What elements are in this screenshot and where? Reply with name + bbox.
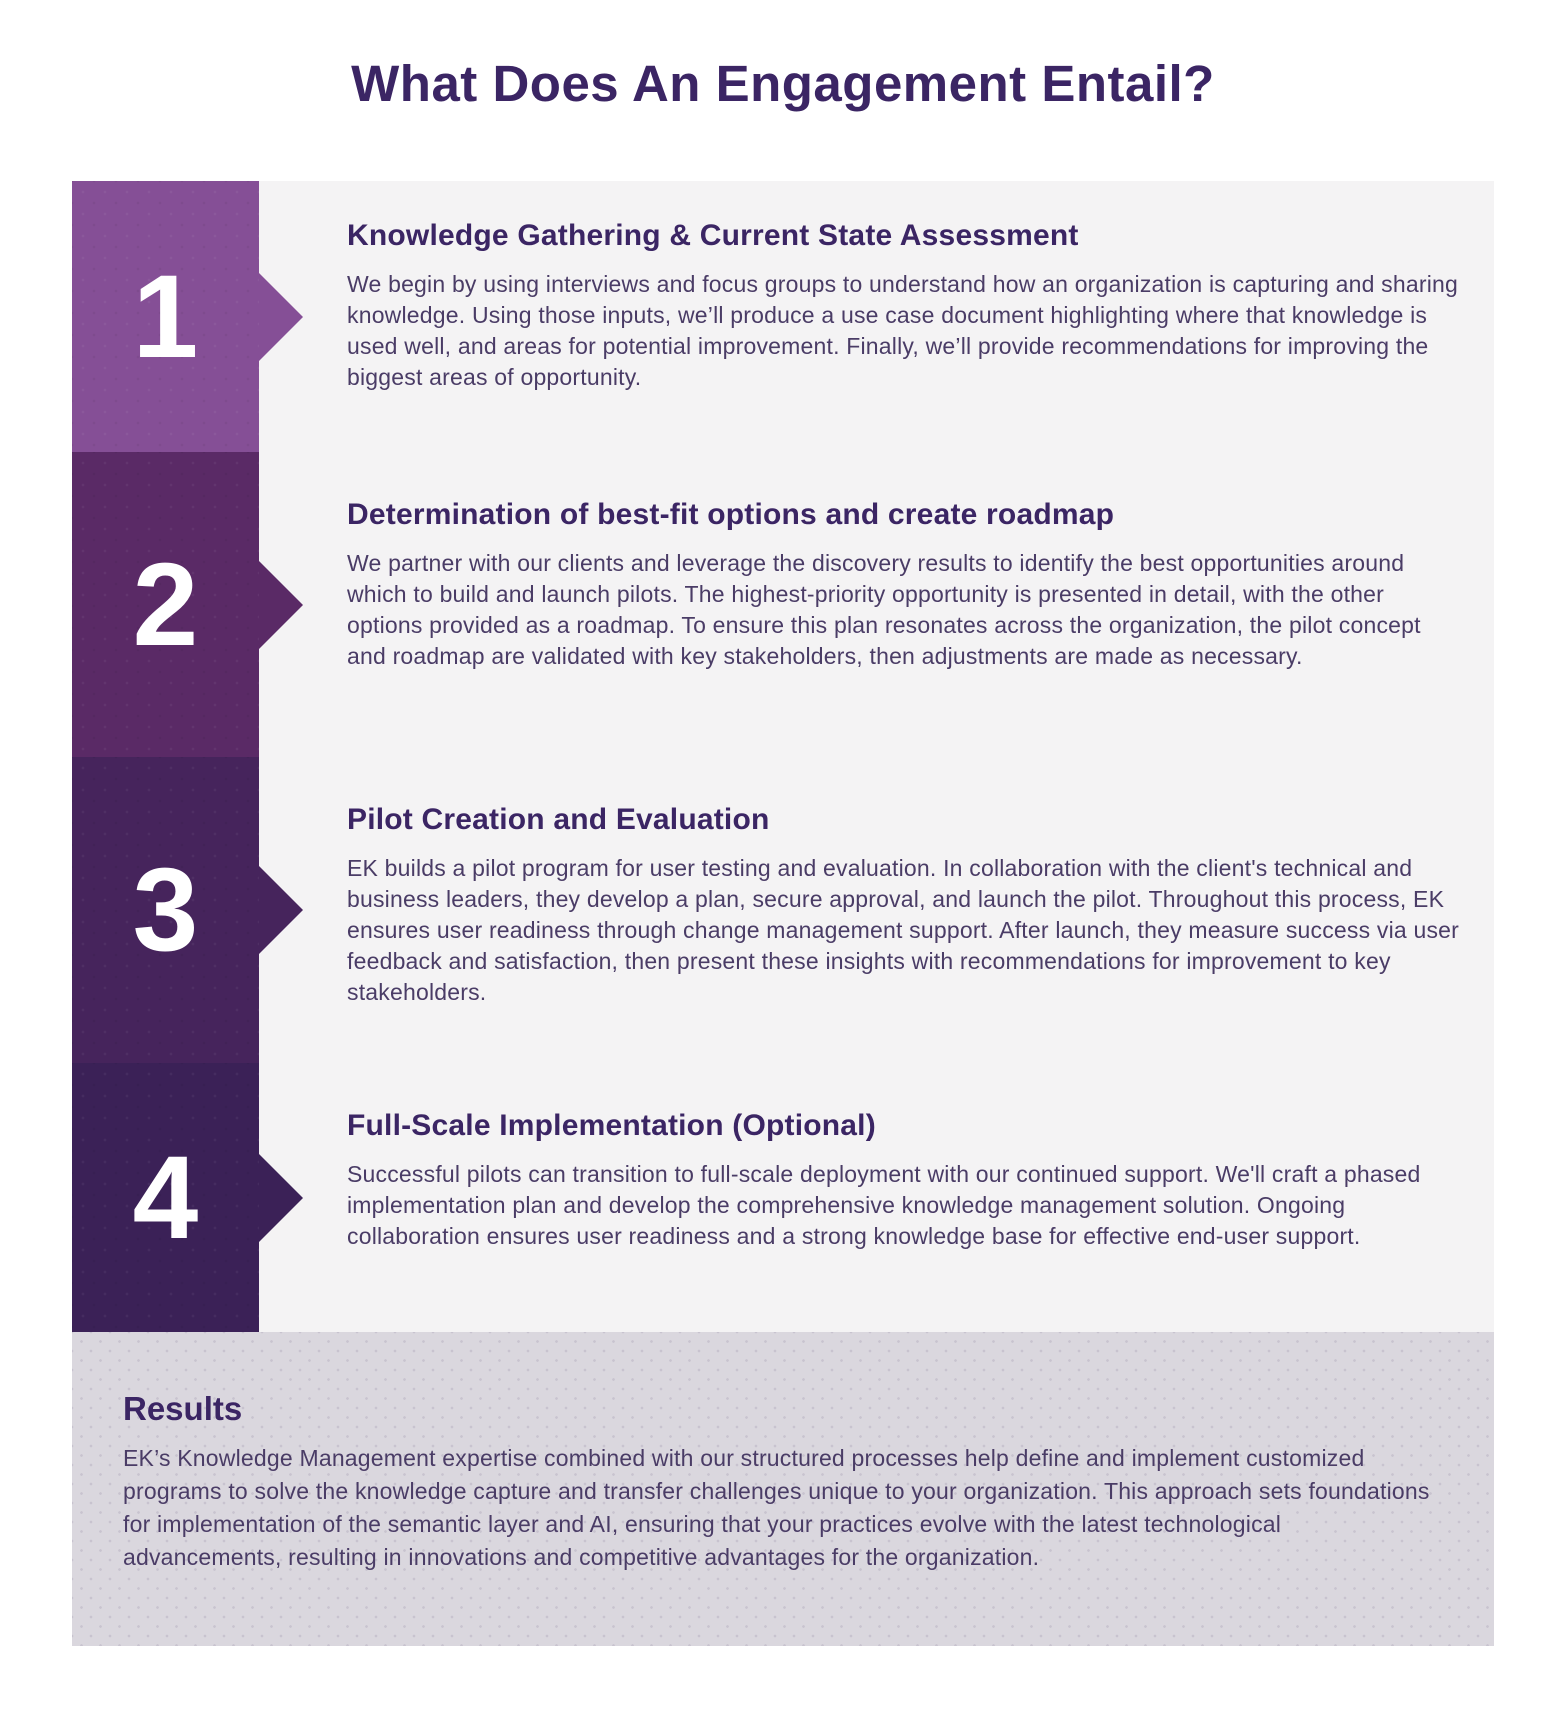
step-2-content: Determination of best-fit options and cr…: [259, 452, 1502, 757]
page-title: What Does An Engagement Entail?: [351, 55, 1215, 112]
step-3-number-block: 3: [72, 757, 303, 1063]
step-1-number-block: 1: [72, 181, 303, 452]
step-3-body: EK builds a pilot program for user testi…: [347, 855, 1460, 1005]
step-1-heading: Knowledge Gathering & Current State Asse…: [347, 219, 1079, 252]
step-1-arrow-right-icon: [259, 272, 303, 361]
step-4-number-block: 4: [72, 1063, 303, 1332]
step-row-3: 3 Pilot Creation and Evaluation EK build…: [72, 757, 1494, 1063]
step-4-body: Successful pilots can transition to full…: [347, 1161, 1421, 1249]
results-body: EK’s Knowledge Management expertise comb…: [123, 1445, 1430, 1570]
step-4-number: 4: [132, 1131, 199, 1264]
step-1-number: 1: [132, 250, 199, 383]
step-2-number-block: 2: [72, 452, 303, 757]
step-row-2: 2 Determination of best-fit options and …: [72, 452, 1494, 757]
step-row-1: 1 Knowledge Gathering & Current State As…: [72, 181, 1494, 452]
step-4-arrow-right-icon: [259, 1153, 303, 1242]
step-3-number: 3: [132, 844, 199, 976]
step-1-content: Knowledge Gathering & Current State Asse…: [259, 181, 1502, 452]
step-2-arrow-right-icon: [259, 560, 303, 649]
step-3-content: Pilot Creation and Evaluation EK builds …: [259, 757, 1502, 1063]
step-1-body: We begin by using interviews and focus g…: [347, 271, 1458, 390]
step-4-content: Full-Scale Implementation (Optional) Suc…: [259, 1063, 1502, 1332]
step-4-heading: Full-Scale Implementation (Optional): [347, 1109, 876, 1142]
steps-band: 1 Knowledge Gathering & Current State As…: [72, 181, 1494, 1332]
results-heading: Results: [123, 1390, 243, 1427]
step-2-number: 2: [132, 538, 199, 671]
step-2-heading: Determination of best-fit options and cr…: [347, 498, 1115, 531]
step-2-body: We partner with our clients and leverage…: [347, 550, 1421, 669]
step-3-arrow-right-icon: [259, 866, 303, 954]
step-3-heading: Pilot Creation and Evaluation: [347, 803, 770, 836]
results-section: Results EK’s Knowledge Management expert…: [72, 1332, 1494, 1646]
step-row-4: 4 Full-Scale Implementation (Optional) S…: [72, 1063, 1494, 1332]
